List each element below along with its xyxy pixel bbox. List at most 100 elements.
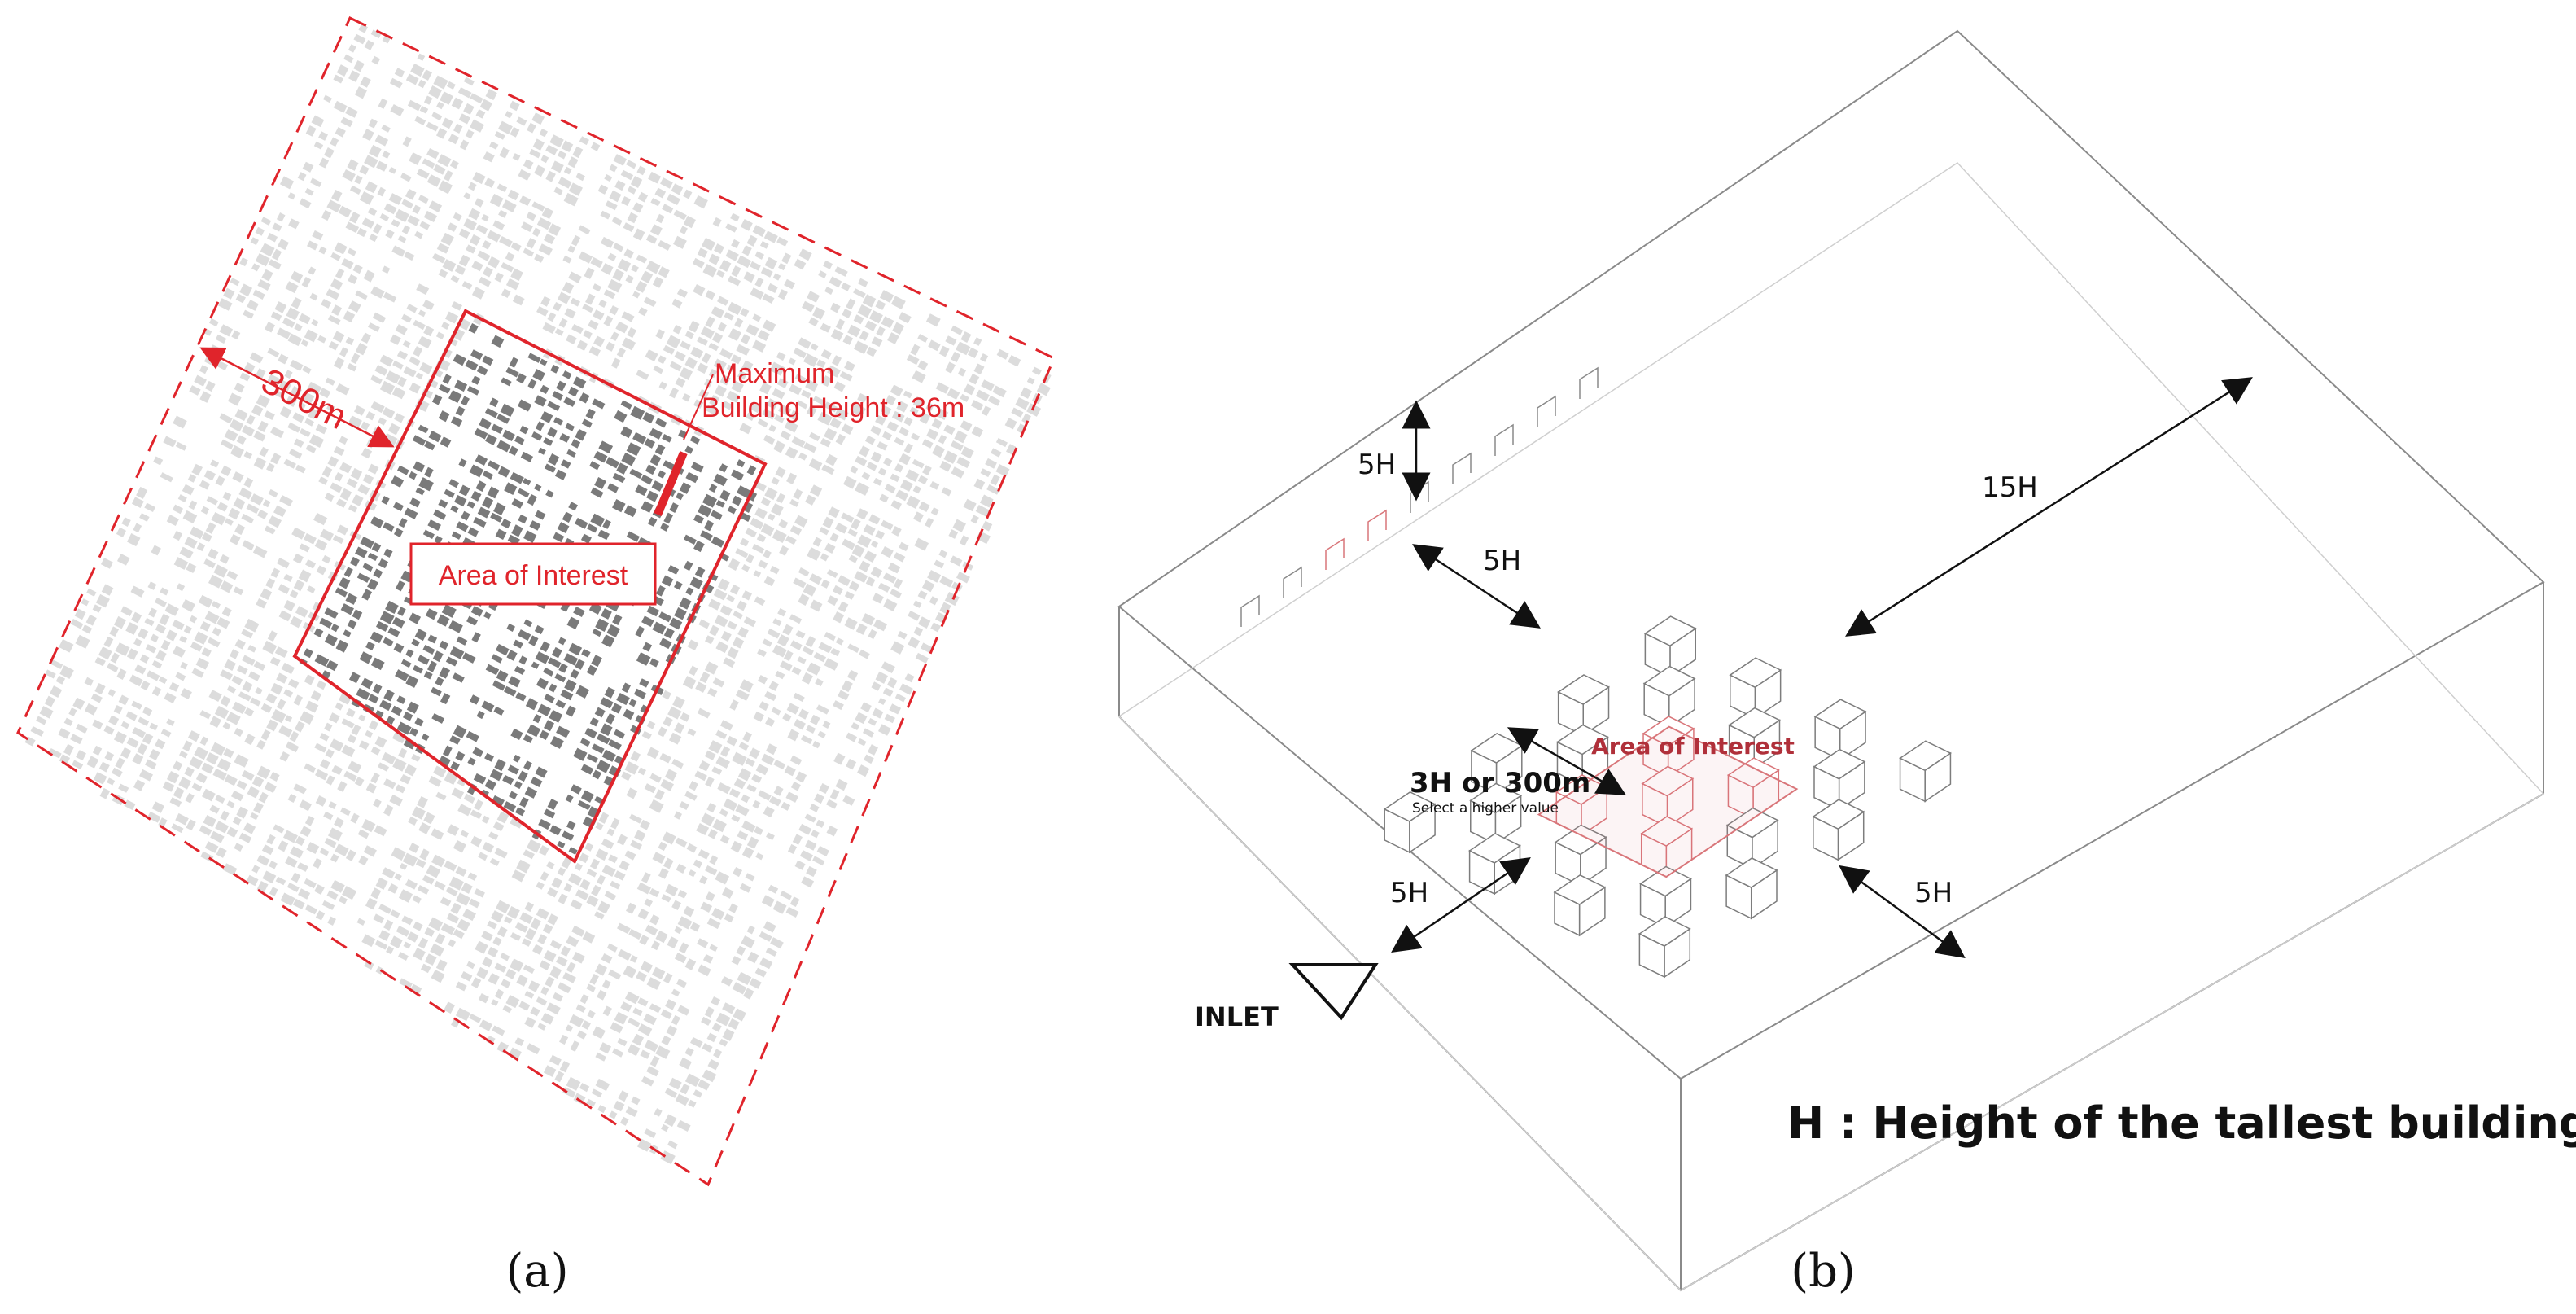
context-building — [75, 723, 88, 734]
context-building — [475, 940, 488, 954]
context-building — [311, 318, 319, 326]
context-building — [288, 218, 300, 230]
context-building — [784, 278, 796, 290]
context-building — [883, 457, 893, 466]
context-building — [524, 990, 535, 999]
context-building — [144, 759, 157, 770]
context-building — [164, 692, 177, 704]
context-building — [713, 358, 727, 371]
context-building — [228, 507, 240, 520]
context-building — [326, 775, 335, 786]
context-building — [956, 341, 971, 356]
context-building — [445, 887, 458, 897]
aoi-building — [655, 585, 666, 597]
context-building — [657, 726, 667, 738]
context-building — [316, 565, 327, 576]
context-building — [222, 721, 231, 730]
context-building — [208, 574, 224, 589]
aoi-building — [405, 675, 419, 688]
context-building — [85, 703, 98, 716]
context-building — [789, 525, 803, 536]
aoi-building — [514, 781, 523, 790]
context-building — [293, 580, 305, 592]
aoi-building — [679, 597, 692, 610]
context-building — [333, 74, 344, 84]
context-building — [162, 781, 175, 792]
context-building — [383, 778, 396, 790]
context-building — [785, 535, 797, 545]
context-building — [826, 569, 838, 579]
aoi-building — [495, 643, 510, 656]
context-building — [298, 888, 311, 900]
context-building — [516, 975, 528, 987]
aoi-building — [620, 426, 633, 439]
context-building — [262, 640, 278, 655]
context-building — [657, 355, 667, 365]
context-building — [870, 540, 879, 548]
context-building — [283, 689, 294, 698]
context-building — [939, 602, 951, 615]
context-building — [590, 256, 603, 269]
context-building — [331, 764, 343, 776]
context-building — [964, 383, 976, 396]
aoi-building — [482, 355, 494, 366]
context-building — [792, 834, 803, 845]
context-building — [180, 661, 188, 670]
context-building — [536, 881, 545, 890]
context-building — [343, 54, 354, 64]
context-building — [353, 33, 366, 45]
context-building — [501, 288, 511, 299]
context-building — [422, 299, 435, 311]
context-building — [594, 911, 605, 920]
context-building — [776, 236, 789, 247]
context-building — [853, 340, 868, 355]
context-building — [893, 578, 903, 589]
aoi-building — [497, 466, 510, 478]
context-building — [777, 607, 787, 617]
context-building — [549, 134, 564, 148]
aoi-building — [442, 745, 453, 757]
context-building — [637, 767, 646, 776]
context-building — [276, 212, 286, 222]
context-building — [698, 849, 710, 860]
context-building — [842, 538, 855, 550]
aoi-building — [335, 639, 349, 653]
aoi-building — [535, 766, 548, 778]
label-lateral-gap: 5H — [1914, 877, 1953, 909]
context-building — [305, 444, 317, 453]
context-building — [85, 614, 97, 626]
context-building — [203, 558, 216, 569]
context-building — [103, 725, 115, 735]
context-building — [545, 170, 556, 182]
context-building — [740, 218, 753, 231]
aoi-building — [408, 471, 418, 480]
context-building — [738, 742, 750, 751]
context-building — [636, 970, 647, 982]
context-building — [250, 812, 259, 821]
upstream-building — [1283, 566, 1302, 598]
cube-building — [1639, 865, 1692, 928]
context-building — [671, 298, 683, 309]
context-building — [729, 699, 739, 711]
context-building — [810, 484, 823, 497]
context-building — [795, 771, 807, 783]
context-building — [547, 312, 557, 322]
context-building — [1026, 403, 1042, 417]
context-building — [649, 799, 664, 813]
context-building — [841, 512, 855, 523]
context-building — [304, 904, 317, 915]
context-building — [224, 774, 238, 786]
context-building — [182, 484, 195, 496]
context-building — [354, 777, 365, 787]
context-building — [677, 890, 688, 899]
context-building — [155, 650, 167, 662]
context-building — [754, 251, 765, 260]
context-building — [137, 742, 148, 756]
max-height-label-line1: Maximum — [715, 358, 834, 389]
context-building — [592, 1026, 606, 1040]
context-building — [733, 866, 743, 878]
aoi-building — [602, 519, 611, 529]
context-building — [597, 989, 607, 1001]
context-building — [394, 413, 405, 423]
context-building — [724, 312, 734, 321]
